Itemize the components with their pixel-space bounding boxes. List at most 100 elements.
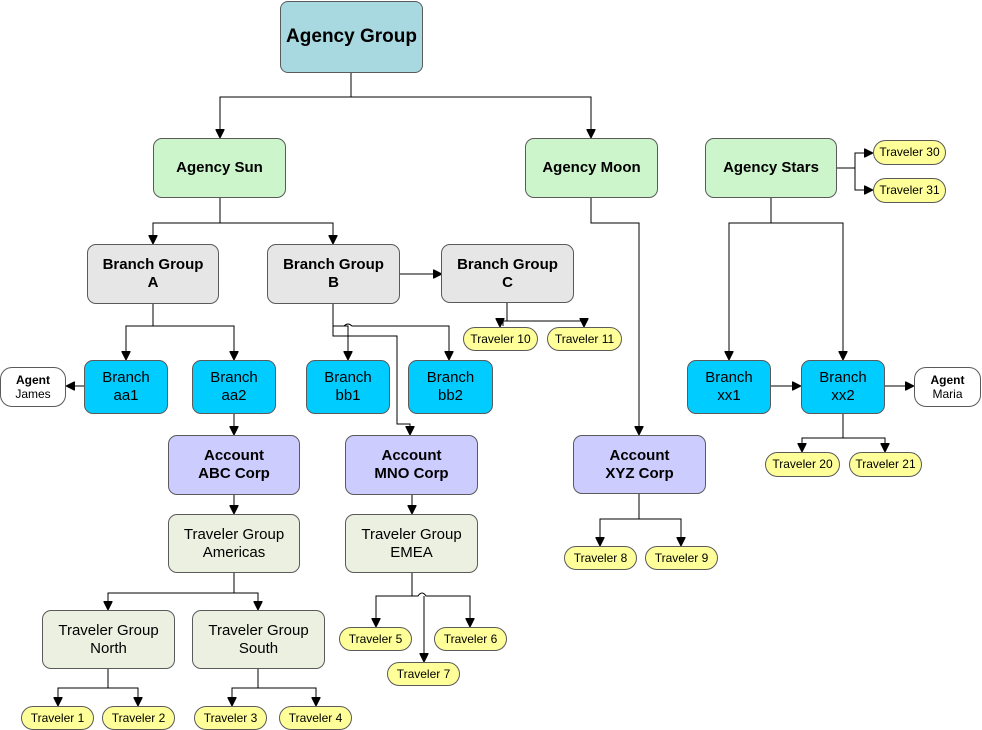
traveler-31-label: Traveler 31 [879,183,940,198]
agency-group-node: Agency Group [280,1,423,73]
agency-stars-node: Agency Stars [705,138,837,198]
edge-bga-to-aa1 [126,304,154,359]
branch-aa1-node: Branch aa1 [84,360,168,414]
edge-stars-to-xx2 [729,222,843,359]
branch-bb1-line2: bb1 [335,387,361,404]
traveler-2-label: Traveler 2 [111,710,166,725]
traveler-4-node: Traveler 4 [279,706,352,730]
agency-moon-node: Agency Moon [525,138,658,198]
traveler-6-node: Traveler 6 [434,627,507,651]
branch-group-a-line1: Branch Group [102,256,204,273]
account-mno-line1: Account [381,447,442,464]
edge-americas-to-south [108,592,258,609]
branch-bb1-line1: Branch [324,369,372,386]
edge-emea-to-t5 [376,573,413,626]
agent-maria-node: Agent Maria [914,367,981,407]
account-mno-node: Account MNO Corp [345,435,478,495]
traveler-21-node: Traveler 21 [849,452,922,477]
traveler-1-node: Traveler 1 [21,706,94,730]
branch-group-c-line2: C [502,273,513,291]
traveler-group-south-line2: South [238,639,279,657]
traveler-8-label: Traveler 8 [573,550,628,565]
traveler-group-emea-node: Traveler Group EMEA [345,514,478,573]
edge-north-to-t2 [58,687,138,705]
account-xyz-line1: Account [609,446,670,464]
agent-james-node: Agent James [0,367,66,407]
agent-james-role: Agent [16,372,50,387]
traveler-20-node: Traveler 20 [765,452,840,477]
traveler-group-south-line1: Traveler Group [208,621,309,639]
traveler-10-label: Traveler 10 [470,331,531,346]
traveler-group-emea-line1: Traveler Group [361,525,462,543]
edge-sun-to-bgb [220,222,333,243]
traveler-group-americas-node: Traveler Group Americas [168,514,300,573]
traveler-group-americas-line2: Americas [202,543,266,561]
traveler-2-node: Traveler 2 [102,706,175,730]
agent-james-name: James [15,387,51,401]
traveler-4-label: Traveler 4 [288,710,343,725]
traveler-group-emea-line2: EMEA [390,543,433,561]
traveler-3-label: Traveler 3 [203,710,258,725]
edge-stars-to-t31 [854,168,872,190]
edge-group-to-sun [220,72,352,137]
branch-aa2-line2: aa2 [221,387,247,404]
account-xyz-node: Account XYZ Corp [573,435,706,494]
branch-group-b-line1: Branch Group [283,256,384,273]
branch-bb1-node: Branch bb1 [306,360,390,414]
branch-group-b-line2: B [328,274,339,291]
traveler-9-node: Traveler 9 [645,546,718,570]
agency-sun-label: Agency Sun [176,159,263,176]
traveler-7-label: Traveler 7 [396,666,451,681]
traveler-group-americas-line1: Traveler Group [183,525,285,543]
branch-group-a-node: Branch Group A [87,244,219,304]
edge-stars-to-xx1 [729,198,772,359]
traveler-10-node: Traveler 10 [463,327,538,351]
edge-xx2-to-t21 [802,437,885,451]
traveler-9-label: Traveler 9 [654,550,709,565]
agent-maria-name: Maria [932,387,963,401]
branch-group-a-line2: A [147,274,159,291]
traveler-8-node: Traveler 8 [564,546,637,570]
traveler-11-label: Traveler 11 [554,331,615,346]
agency-stars-label: Agency Stars [723,159,819,176]
branch-aa2-line1: Branch [210,369,258,386]
branch-xx2-line1: Branch [819,369,867,386]
traveler-30-node: Traveler 30 [873,140,946,165]
edge-xyz-to-t9 [600,518,681,545]
agency-group-title: Agency Group [286,25,417,47]
branch-group-c-node: Branch Group C [441,244,574,303]
traveler-3-node: Traveler 3 [194,706,267,730]
agency-sun-node: Agency Sun [153,138,286,198]
branch-aa1-line1: Branch [102,369,150,386]
branch-group-c-line1: Branch Group [457,255,558,273]
branch-bb2-node: Branch bb2 [408,360,493,414]
traveler-5-label: Traveler 5 [348,631,403,646]
edge-emea-to-t6 [376,592,470,626]
branch-xx2-line2: xx2 [831,387,855,404]
traveler-31-node: Traveler 31 [873,178,946,203]
branch-aa2-node: Branch aa2 [192,360,276,414]
traveler-group-north-line1: Traveler Group [58,621,159,639]
traveler-11-node: Traveler 11 [547,327,622,351]
edge-moon-to-xyz [590,198,639,434]
branch-xx2-node: Branch xx2 [801,360,885,414]
traveler-group-north-line2: North [90,639,127,657]
branch-group-b-node: Branch Group B [267,244,400,304]
agency-moon-label: Agency Moon [542,159,641,176]
edge-bgb-to-mno [332,326,410,434]
edge-stars-to-t30 [836,153,872,169]
traveler-group-south-node: Traveler Group South [192,610,325,669]
branch-xx1-line2: xx1 [717,387,741,404]
branch-xx1-node: Branch xx1 [687,360,771,414]
account-abc-line1: Account [204,447,264,464]
edge-bgb-to-bb1 [332,304,449,359]
account-abc-node: Account ABC Corp [168,435,300,495]
traveler-6-label: Traveler 6 [443,631,498,646]
agent-maria-role: Agent [930,372,965,387]
traveler-30-label: Traveler 30 [879,145,940,160]
edge-americas-to-north [108,573,235,609]
account-abc-line2: ABC Corp [198,465,270,482]
edge-bgc-to-t10 [502,303,585,326]
edge-sun-to-bga [153,198,221,243]
